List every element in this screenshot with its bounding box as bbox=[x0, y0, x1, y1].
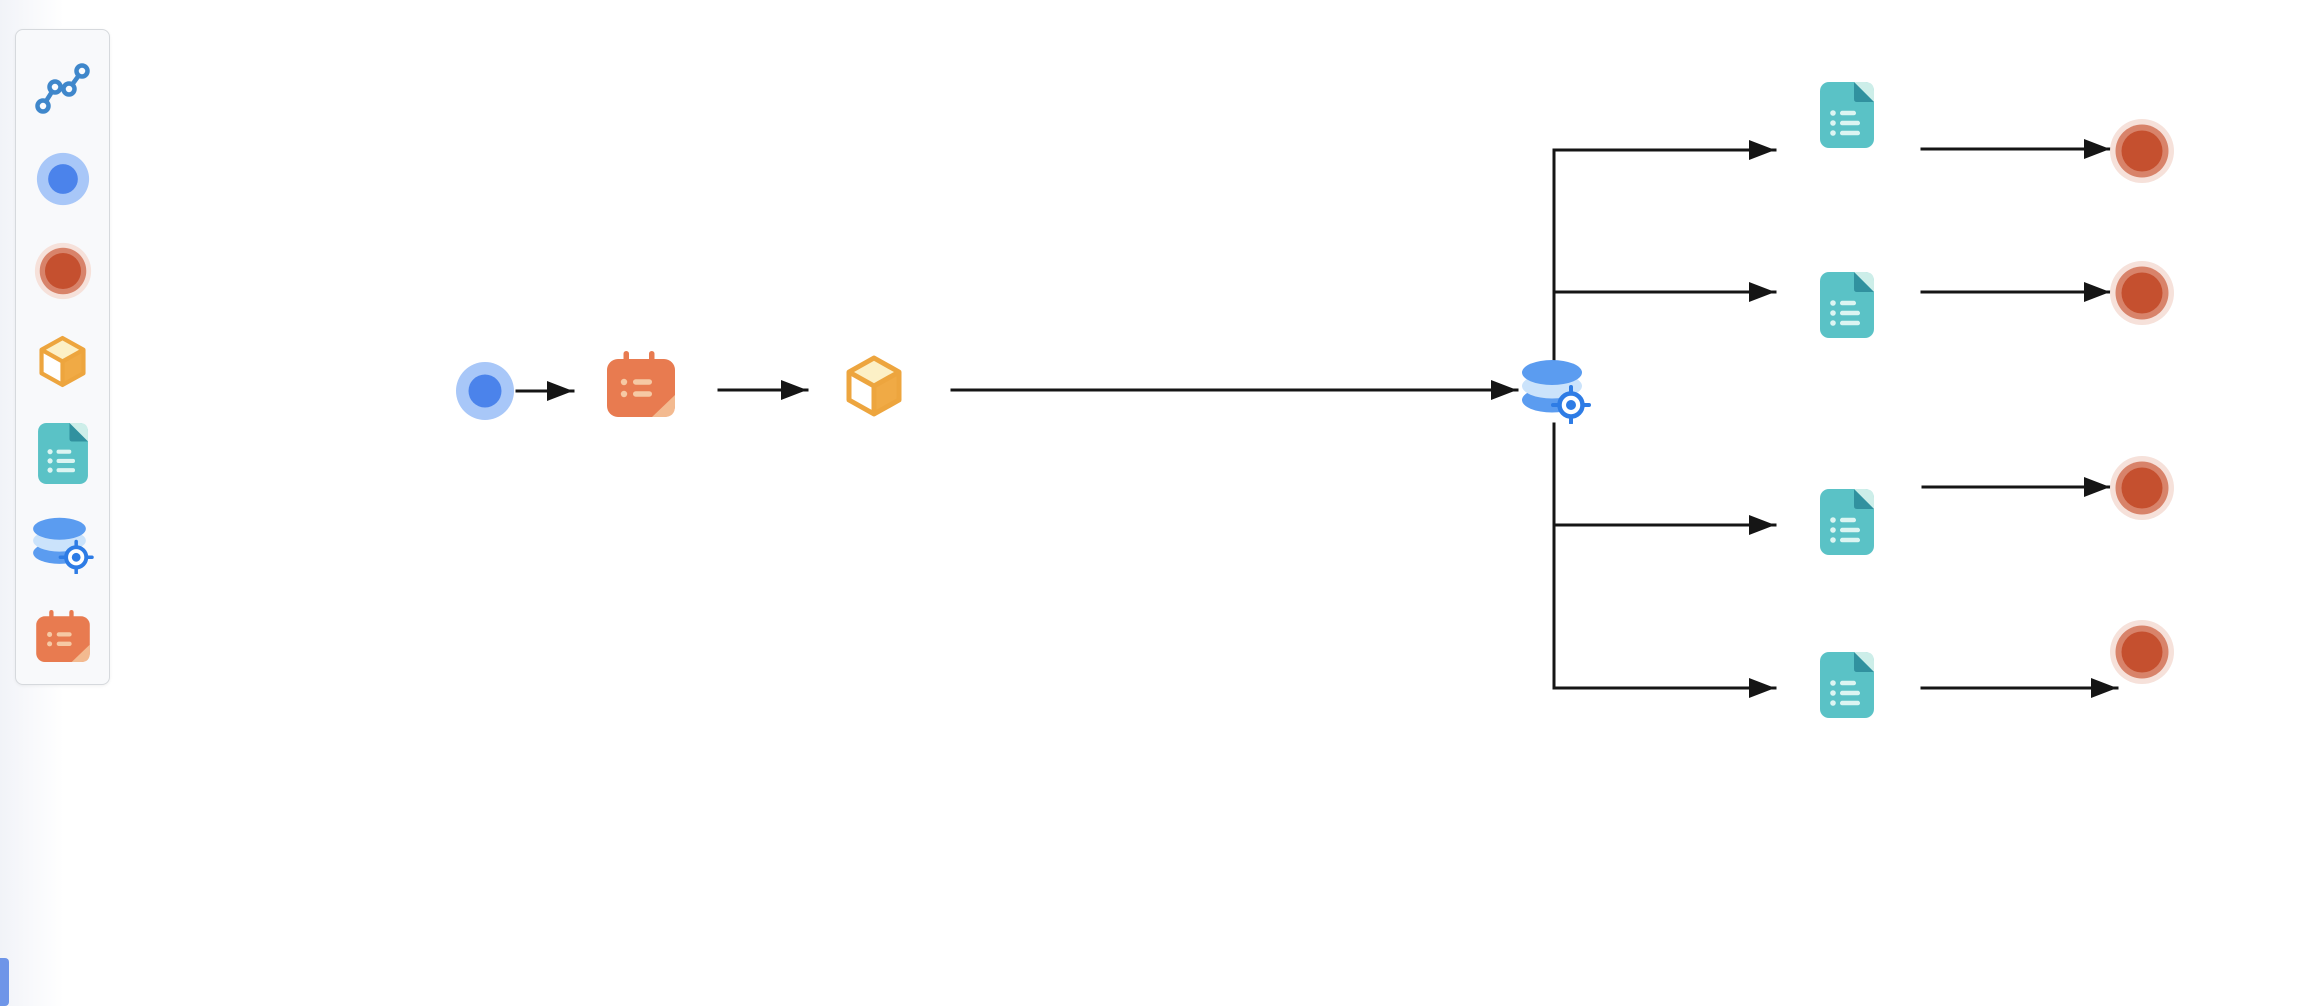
node-form-4[interactable] bbox=[1820, 652, 1874, 718]
end-icon bbox=[2109, 260, 2175, 326]
palette-item-schedule[interactable] bbox=[31, 606, 95, 666]
node-end-1[interactable] bbox=[2109, 118, 2175, 184]
node-datastore-1[interactable] bbox=[1521, 358, 1591, 424]
node-palette bbox=[15, 29, 110, 685]
end-event-icon bbox=[34, 242, 92, 300]
form-icon bbox=[1820, 489, 1874, 555]
palette-item-start[interactable] bbox=[31, 149, 95, 209]
form-icon bbox=[1820, 82, 1874, 148]
form-icon bbox=[1820, 272, 1874, 338]
end-icon bbox=[2109, 118, 2175, 184]
start-icon bbox=[455, 361, 515, 421]
window-edge-accent bbox=[0, 958, 9, 1006]
end-icon bbox=[2109, 619, 2175, 685]
node-start-1[interactable] bbox=[455, 361, 515, 421]
palette-item-package[interactable] bbox=[31, 332, 95, 392]
cube-icon bbox=[34, 332, 91, 391]
node-form-3[interactable] bbox=[1820, 489, 1874, 555]
node-schedule-1[interactable] bbox=[607, 351, 675, 417]
palette-item-datastore[interactable] bbox=[31, 515, 95, 575]
schedule-icon bbox=[607, 351, 675, 417]
calendar-icon bbox=[35, 609, 90, 662]
node-form-2[interactable] bbox=[1820, 272, 1874, 338]
form-document-icon bbox=[37, 422, 88, 484]
node-end-2[interactable] bbox=[2109, 260, 2175, 326]
node-end-3[interactable] bbox=[2109, 455, 2175, 521]
palette-item-end[interactable] bbox=[31, 241, 95, 301]
package-icon bbox=[840, 351, 908, 421]
start-event-icon bbox=[36, 152, 90, 206]
database-target-icon bbox=[32, 516, 94, 574]
node-end-4[interactable] bbox=[2109, 619, 2175, 685]
palette-item-form[interactable] bbox=[31, 422, 95, 484]
node-package-1[interactable] bbox=[840, 351, 908, 421]
form-icon bbox=[1820, 652, 1874, 718]
node-form-1[interactable] bbox=[1820, 82, 1874, 148]
palette-item-trend[interactable] bbox=[31, 58, 95, 118]
trend-line-icon bbox=[33, 60, 93, 116]
datastore-icon bbox=[1521, 358, 1591, 424]
end-icon bbox=[2109, 455, 2175, 521]
